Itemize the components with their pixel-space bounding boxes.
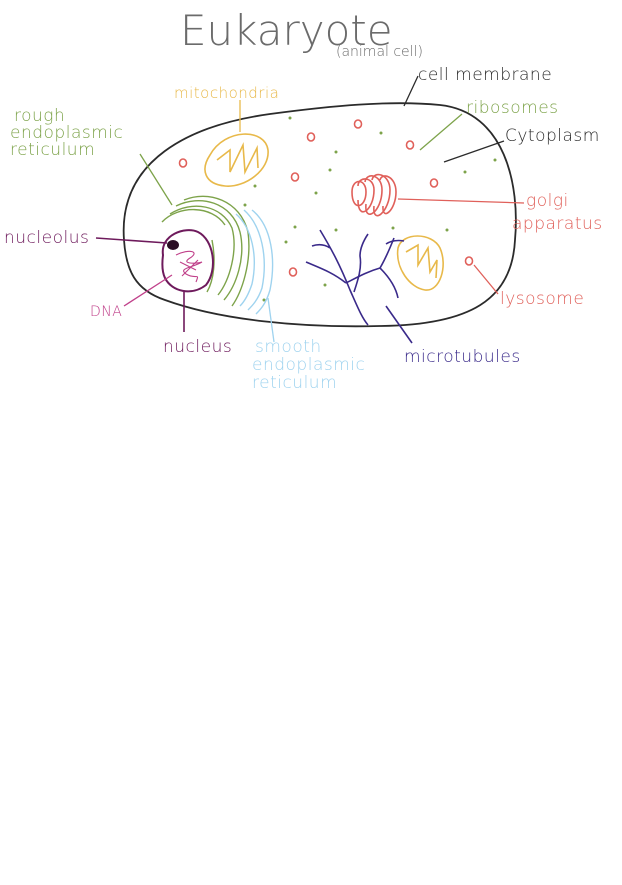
label-dna: DNA — [90, 304, 122, 320]
microtubules-shape — [305, 229, 405, 326]
mitochondrion-2 — [396, 235, 444, 291]
cell-membrane-outline — [122, 102, 517, 328]
label-nucleolus: nucleolus — [4, 228, 89, 248]
label-golgi-1: golgi — [526, 191, 569, 211]
label-cytoplasm: Cytoplasm — [505, 126, 600, 146]
label-rough-er-1: rough — [14, 106, 65, 126]
nucleolus-shape — [167, 240, 179, 250]
mitochondrion-1 — [204, 133, 269, 187]
diagram-subtitle: (animal cell) — [336, 44, 423, 60]
label-mitochondria: mitochondria — [174, 84, 279, 102]
label-rough-er-3: reticulum — [10, 140, 95, 160]
label-smooth-er-1: smooth — [255, 337, 322, 357]
dna-leader — [123, 274, 173, 307]
label-lysosome: lysosome — [500, 289, 584, 309]
ribosomes-leader — [419, 113, 463, 151]
lysosomes — [178, 119, 474, 277]
lysosome-leader — [473, 264, 499, 295]
cell-membrane-leader — [403, 75, 419, 107]
smooth-er-leader — [267, 297, 275, 343]
smooth-endoplasmic-reticulum-shape — [235, 209, 274, 315]
label-cell-membrane: cell membrane — [418, 65, 552, 85]
golgi-leader — [397, 198, 525, 204]
label-nucleus: nucleus — [163, 337, 232, 357]
label-ribosomes: ribosomes — [466, 98, 559, 118]
label-microtubules: microtubules — [404, 347, 521, 367]
golgi-apparatus-shape — [351, 173, 397, 217]
microtubules-leader — [385, 305, 413, 344]
cytoplasm-leader — [443, 140, 505, 163]
rough-endoplasmic-reticulum-shape — [161, 195, 250, 307]
ribosomes — [243, 116, 497, 302]
dna-strands — [175, 250, 203, 283]
label-rough-er-2: endoplasmic — [10, 123, 123, 143]
nucleolus-leader — [95, 237, 168, 244]
rough-er-leader — [139, 153, 173, 206]
diagram-title: Eukaryote — [180, 6, 393, 55]
nucleus-shape — [161, 229, 214, 293]
label-smooth-er-2: endoplasmic — [252, 355, 365, 375]
label-smooth-er-3: reticulum — [252, 373, 337, 393]
label-golgi-2: apparatus — [512, 214, 603, 234]
